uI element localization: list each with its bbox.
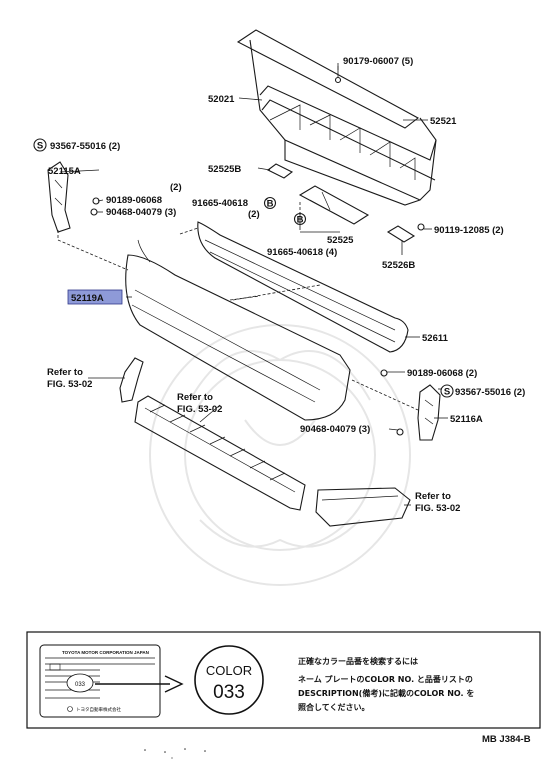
side-bracket-52116A bbox=[417, 384, 441, 441]
svg-text:S: S bbox=[444, 387, 450, 398]
bracket-52525 bbox=[298, 185, 370, 225]
refer-to-fig-3: FIG. 53-02 bbox=[415, 503, 460, 514]
lower-bracket-left bbox=[119, 357, 144, 403]
label-52021: 52021 bbox=[208, 94, 235, 105]
label-90119-12085: 90119-12085 (2) bbox=[434, 225, 504, 236]
label-93567-55016-right: 93567-55016 (2) bbox=[455, 387, 525, 398]
label-52116A: 52116A bbox=[450, 414, 483, 425]
refer-to-fig-2: FIG. 53-02 bbox=[177, 404, 222, 415]
bumper-cover-52119A bbox=[125, 239, 351, 421]
label-52525: 52525 bbox=[327, 235, 354, 246]
label-90189-06068-left-qty: (2) bbox=[170, 182, 182, 193]
plate-color-code: 033 bbox=[75, 682, 86, 688]
color-circle-code: 033 bbox=[213, 682, 245, 703]
label-90179-06007: 90179-06007 (5) bbox=[343, 56, 413, 67]
circle-marker-b-top: B bbox=[263, 196, 277, 210]
svg-text:B: B bbox=[297, 215, 304, 226]
bracket-52526B bbox=[386, 225, 416, 243]
circle-marker-s-left: S bbox=[33, 138, 47, 152]
note-line-3: DESCRIPTION(備考)に記載のCOLOR NO. を bbox=[298, 688, 474, 698]
svg-text:S: S bbox=[37, 141, 43, 152]
label-90189-06068-right: 90189-06068 (2) bbox=[407, 368, 477, 379]
color-note-box: TOYOTA MOTOR CORPORATION JAPAN 033 トヨタ自動… bbox=[26, 631, 541, 729]
svg-text:B: B bbox=[267, 199, 274, 210]
note-line-1: 正確なカラー品番を検索するには bbox=[298, 656, 418, 666]
label-52611: 52611 bbox=[422, 333, 449, 344]
label-90468-04079-left: 90468-04079 (3) bbox=[106, 207, 176, 218]
plate-maker-en: TOYOTA MOTOR CORPORATION JAPAN bbox=[62, 650, 149, 655]
label-52119A-highlight: 52119A bbox=[67, 289, 123, 305]
plate-maker-jp: トヨタ自動車株式会社 bbox=[76, 706, 121, 713]
refer-to-fig-1: FIG. 53-02 bbox=[47, 379, 92, 390]
label-52119A: 52119A bbox=[71, 293, 104, 304]
reinforcement-52021 bbox=[236, 29, 437, 206]
scan-specks bbox=[144, 748, 206, 759]
bracket-52525B bbox=[266, 163, 294, 179]
name-plate-illustration: TOYOTA MOTOR CORPORATION JAPAN 033 トヨタ自動… bbox=[39, 644, 161, 718]
side-bracket-52115A bbox=[47, 161, 71, 233]
label-52521: 52521 bbox=[430, 116, 457, 127]
label-90189-06068-left: 90189-06068 bbox=[106, 195, 162, 206]
arrow-icon bbox=[95, 675, 184, 693]
label-52526B: 52526B bbox=[382, 260, 415, 271]
label-52525B: 52525B bbox=[208, 164, 241, 175]
fastener-icons bbox=[90, 66, 425, 436]
label-93567-55016-left: 93567-55016 (2) bbox=[50, 141, 120, 152]
color-code-circle: COLOR 033 bbox=[194, 645, 264, 715]
label-52115A: 52115A bbox=[48, 166, 81, 177]
label-91665-40618-top-qty: (2) bbox=[248, 209, 260, 220]
label-91665-40618-top: 91665-40618 bbox=[192, 198, 248, 209]
refer-to-label-2: Refer to bbox=[177, 392, 213, 403]
watermark-emblem bbox=[149, 324, 411, 586]
note-line-2: ネーム プレートのCOLOR NO. と品番リストの bbox=[298, 674, 473, 684]
color-circle-title: COLOR bbox=[206, 663, 252, 678]
assembly-lines bbox=[57, 202, 419, 411]
label-90468-04079-right: 90468-04079 (3) bbox=[300, 424, 370, 435]
note-line-4: 照合してください。 bbox=[298, 702, 370, 712]
lower-grille bbox=[134, 395, 306, 511]
label-91665-40618-bottom: 91665-40618 (4) bbox=[267, 247, 337, 258]
circle-marker-b-bottom: B bbox=[293, 212, 307, 226]
refer-to-label-3: Refer to bbox=[415, 491, 451, 502]
diagram-code: MB J384-B bbox=[482, 734, 531, 745]
energy-absorber-52611 bbox=[197, 221, 409, 353]
leader-lines bbox=[59, 63, 448, 506]
refer-to-label-1: Refer to bbox=[47, 367, 83, 378]
circle-marker-s-right: S bbox=[440, 384, 454, 398]
lower-spoiler bbox=[315, 487, 411, 527]
